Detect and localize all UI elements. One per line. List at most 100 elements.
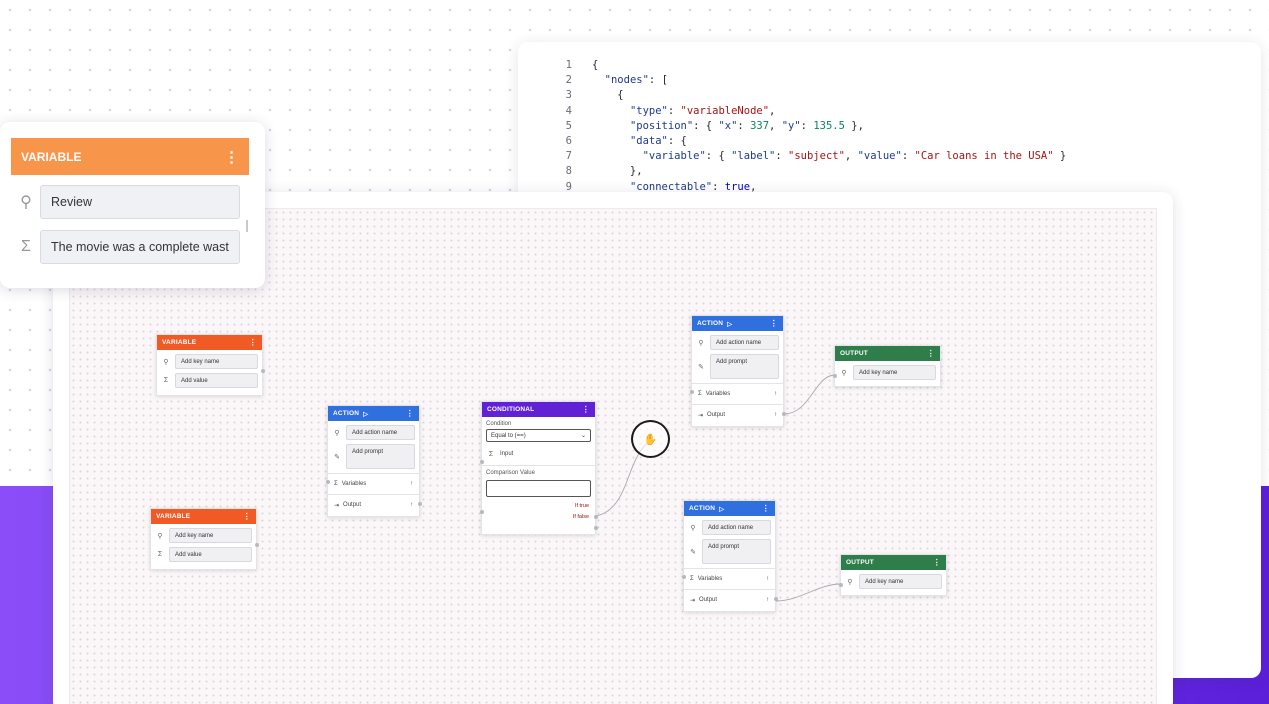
prompt-input[interactable]: Add prompt [346,444,415,469]
comparison-input-handle[interactable] [480,510,484,514]
flow-canvas[interactable]: VARIABLE ⋮ ⚲ Add key name Σ Add value VA… [69,208,1157,704]
output-handle[interactable] [782,412,786,416]
sigma-icon: Σ [21,238,31,255]
key-name-input[interactable]: Add key name [169,528,252,543]
output-arrow-icon: ⇥ [690,597,696,604]
arrow-up-icon: ↑ [410,502,413,508]
prompt-input[interactable]: Add prompt [710,354,779,379]
value-input[interactable]: The movie was a complete wast [40,230,240,264]
action-name-input[interactable]: Add action name [702,520,771,535]
prompt-row: ✎ Add prompt [692,354,783,379]
action-node-header: ACTION▷ ⋮ [328,406,419,421]
edge-action3-output2 [775,583,842,602]
code-line: 1{ [548,58,1238,73]
code-lines: 1{2 "nodes": [ 3 {4 "type": "variableNode… [548,58,1238,195]
action-node-1[interactable]: ACTION▷ ⋮ ⚲ Add action name ✎ Add prompt… [326,405,422,517]
sigma-icon: Σ [163,377,169,384]
key-icon: ⚲ [20,194,32,211]
prompt-input[interactable]: Add prompt [702,539,771,564]
if-false-port[interactable]: If false [572,514,589,520]
conditional-node[interactable]: CONDITIONAL ⋮ Condition Equal to (==) ⌄ … [480,401,598,535]
if-true-handle[interactable] [594,515,598,519]
variable-node-1[interactable]: VARIABLE ⋮ ⚲ Add key name Σ Add value [156,334,265,396]
action-name-input[interactable]: Add action name [346,425,415,440]
comparison-value-label: Comparison Value [486,470,535,476]
action-node-2[interactable]: ACTION▷ ⋮ ⚲ Add action name ✎ Add prompt… [690,315,786,427]
code-text: "nodes": [ [604,74,668,87]
play-icon[interactable]: ▷ [719,505,725,513]
variables-input-handle[interactable] [682,575,686,579]
condition-select[interactable]: Equal to (==) ⌄ [486,429,591,442]
key-row: ⚲ Add key name [841,574,946,589]
value-input[interactable]: Add value [169,547,252,562]
output-handle[interactable] [418,502,422,506]
menu-icon[interactable]: ⋮ [405,408,414,418]
play-icon[interactable]: ▷ [363,410,369,418]
if-false-handle[interactable] [594,526,598,530]
key-name-input[interactable]: Add key name [859,574,942,589]
menu-icon[interactable]: ⋮ [224,148,239,166]
variables-input-handle[interactable] [690,390,694,394]
key-icon: ⚲ [698,339,704,347]
menu-icon[interactable]: ⋮ [769,318,778,328]
key-name-input[interactable]: Review [40,185,240,219]
if-true-port[interactable]: If true [574,503,589,509]
sigma-icon: Σ [698,391,702,397]
value-row: Σ Add value [157,373,262,388]
menu-icon[interactable]: ⋮ [926,348,935,358]
output-port[interactable]: ⇥Output ↑ [692,404,783,425]
line-number: 4 [565,104,572,117]
input-handle[interactable] [480,460,484,464]
action-name-input[interactable]: Add action name [710,335,779,350]
output-node-2[interactable]: OUTPUT ⋮ ⚲ Add key name [839,554,947,596]
output-node-1[interactable]: OUTPUT ⋮ ⚲ Add key name [833,345,941,387]
key-icon: ⚲ [157,532,163,540]
play-icon[interactable]: ▷ [727,320,733,328]
code-text: { [592,59,599,71]
pencil-icon: ✎ [698,363,704,371]
line-number: 2 [565,74,572,87]
action-node-header: ACTION▷ ⋮ [692,316,783,331]
output-node-header: OUTPUT ⋮ [835,346,940,361]
value-input[interactable]: Add value [175,373,258,388]
code-line: 4 "type": "variableNode", [548,104,1238,119]
input-row[interactable]: Σ Input [482,448,595,460]
output-port[interactable]: ⇥Output ↑ [684,589,775,610]
comparison-value-input[interactable] [486,480,591,497]
variable-node-2[interactable]: VARIABLE ⋮ ⚲ Add key name Σ Add value [150,508,259,570]
output-handle[interactable] [261,369,265,373]
menu-icon[interactable]: ⋮ [932,557,941,567]
menu-icon[interactable]: ⋮ [761,503,770,513]
variable-node-zoom-card[interactable]: VARIABLE ⋮ ⚲ Review Σ The movie was a co… [0,122,265,288]
output-handle[interactable] [255,543,259,547]
menu-icon[interactable]: ⋮ [242,511,251,521]
variable-node-header: VARIABLE ⋮ [157,335,262,350]
scrollbar[interactable] [246,220,248,232]
pencil-icon: ✎ [690,548,696,556]
variables-input-handle[interactable] [326,480,330,484]
code-text: { [592,89,624,102]
line-number: 6 [565,134,572,147]
menu-icon[interactable]: ⋮ [248,337,257,347]
output-arrow-icon: ⇥ [334,502,340,509]
input-handle[interactable] [839,583,843,587]
code-text: "position": { "x": 337, "y": 135.5 }, [629,119,864,132]
variable-node-header: VARIABLE ⋮ [151,509,256,524]
line-number: 7 [565,150,572,163]
input-handle[interactable] [833,374,837,378]
output-handle[interactable] [774,597,778,601]
menu-icon[interactable]: ⋮ [581,404,590,414]
key-name-input[interactable]: Add key name [853,365,936,380]
arrow-up-icon: ↑ [410,481,413,487]
output-port[interactable]: ⇥Output ↑ [328,494,419,515]
output-arrow-icon: ⇥ [698,412,704,419]
pencil-icon: ✎ [334,453,340,461]
action-name-row: ⚲ Add action name [692,335,783,350]
key-icon: ⚲ [334,429,340,437]
key-name-input[interactable]: Add key name [175,354,258,369]
action-node-3[interactable]: ACTION▷ ⋮ ⚲ Add action name ✎ Add prompt… [682,500,778,612]
line-number: 3 [565,89,572,102]
